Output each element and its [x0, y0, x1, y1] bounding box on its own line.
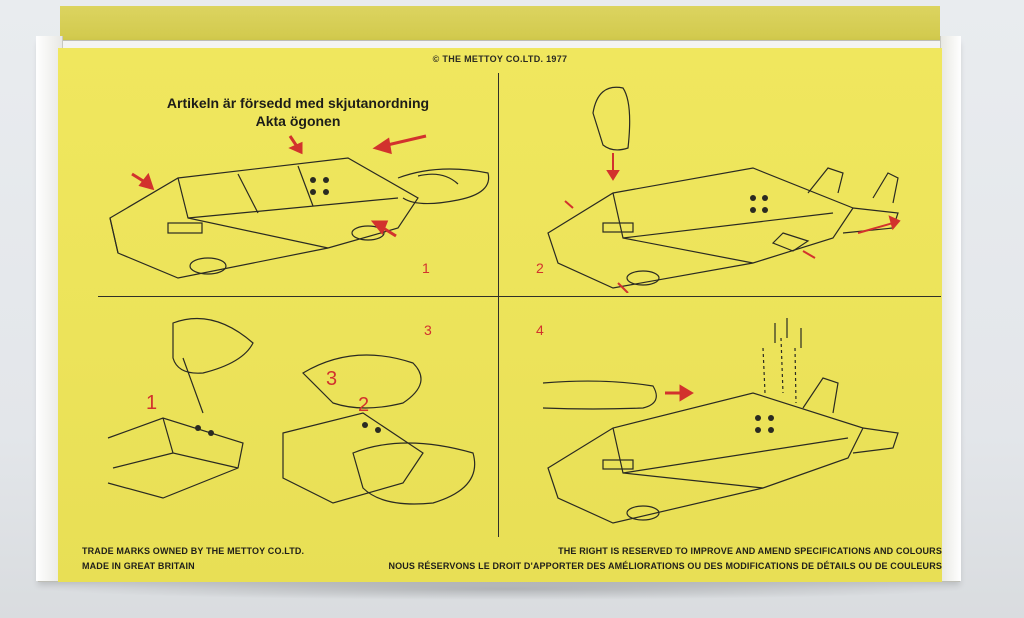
grid-horizontal-divider	[98, 296, 941, 297]
instruction-panel: © THE METTOY CO.LTD. 1977 Artikeln är fö…	[58, 48, 942, 582]
box-right-flap	[940, 36, 961, 581]
callout-number-3: 3	[326, 368, 338, 390]
headline-line-2: Akta ögonen	[255, 113, 341, 129]
step-number-2: 2	[536, 260, 544, 276]
step-number-3: 3	[424, 322, 432, 338]
callout-number-1: 1	[146, 392, 158, 414]
step-3-hands-diagram	[107, 317, 476, 505]
headline-line-1: Artikeln är försedd med skjutanordning	[166, 95, 430, 111]
warning-headline: Artikeln är försedd med skjutanordning A…	[98, 94, 498, 130]
callout-number-2: 2	[358, 394, 370, 416]
step-number-1: 1	[422, 260, 430, 276]
step-2-car-diagram	[547, 86, 901, 293]
floor-shadow	[40, 578, 970, 600]
made-in-notice: MADE IN GREAT BRITAIN	[82, 561, 195, 571]
rights-notice: THE RIGHT IS RESERVED TO IMPROVE AND AME…	[558, 546, 942, 556]
footer-legal-text: TRADE MARKS OWNED BY THE METTOY CO.LTD. …	[82, 544, 942, 574]
trademark-notice: TRADE MARKS OWNED BY THE METTOY CO.LTD.	[82, 546, 305, 556]
french-notice: NOUS RÉSERVONS LE DROIT D'APPORTER DES A…	[388, 561, 942, 571]
step-4-car-diagram	[542, 318, 899, 524]
step-number-4: 4	[536, 322, 544, 338]
copyright-text: © THE METTOY CO.LTD. 1977	[432, 54, 568, 64]
step-1-car-diagram	[109, 134, 490, 279]
grid-vertical-divider	[498, 73, 499, 537]
